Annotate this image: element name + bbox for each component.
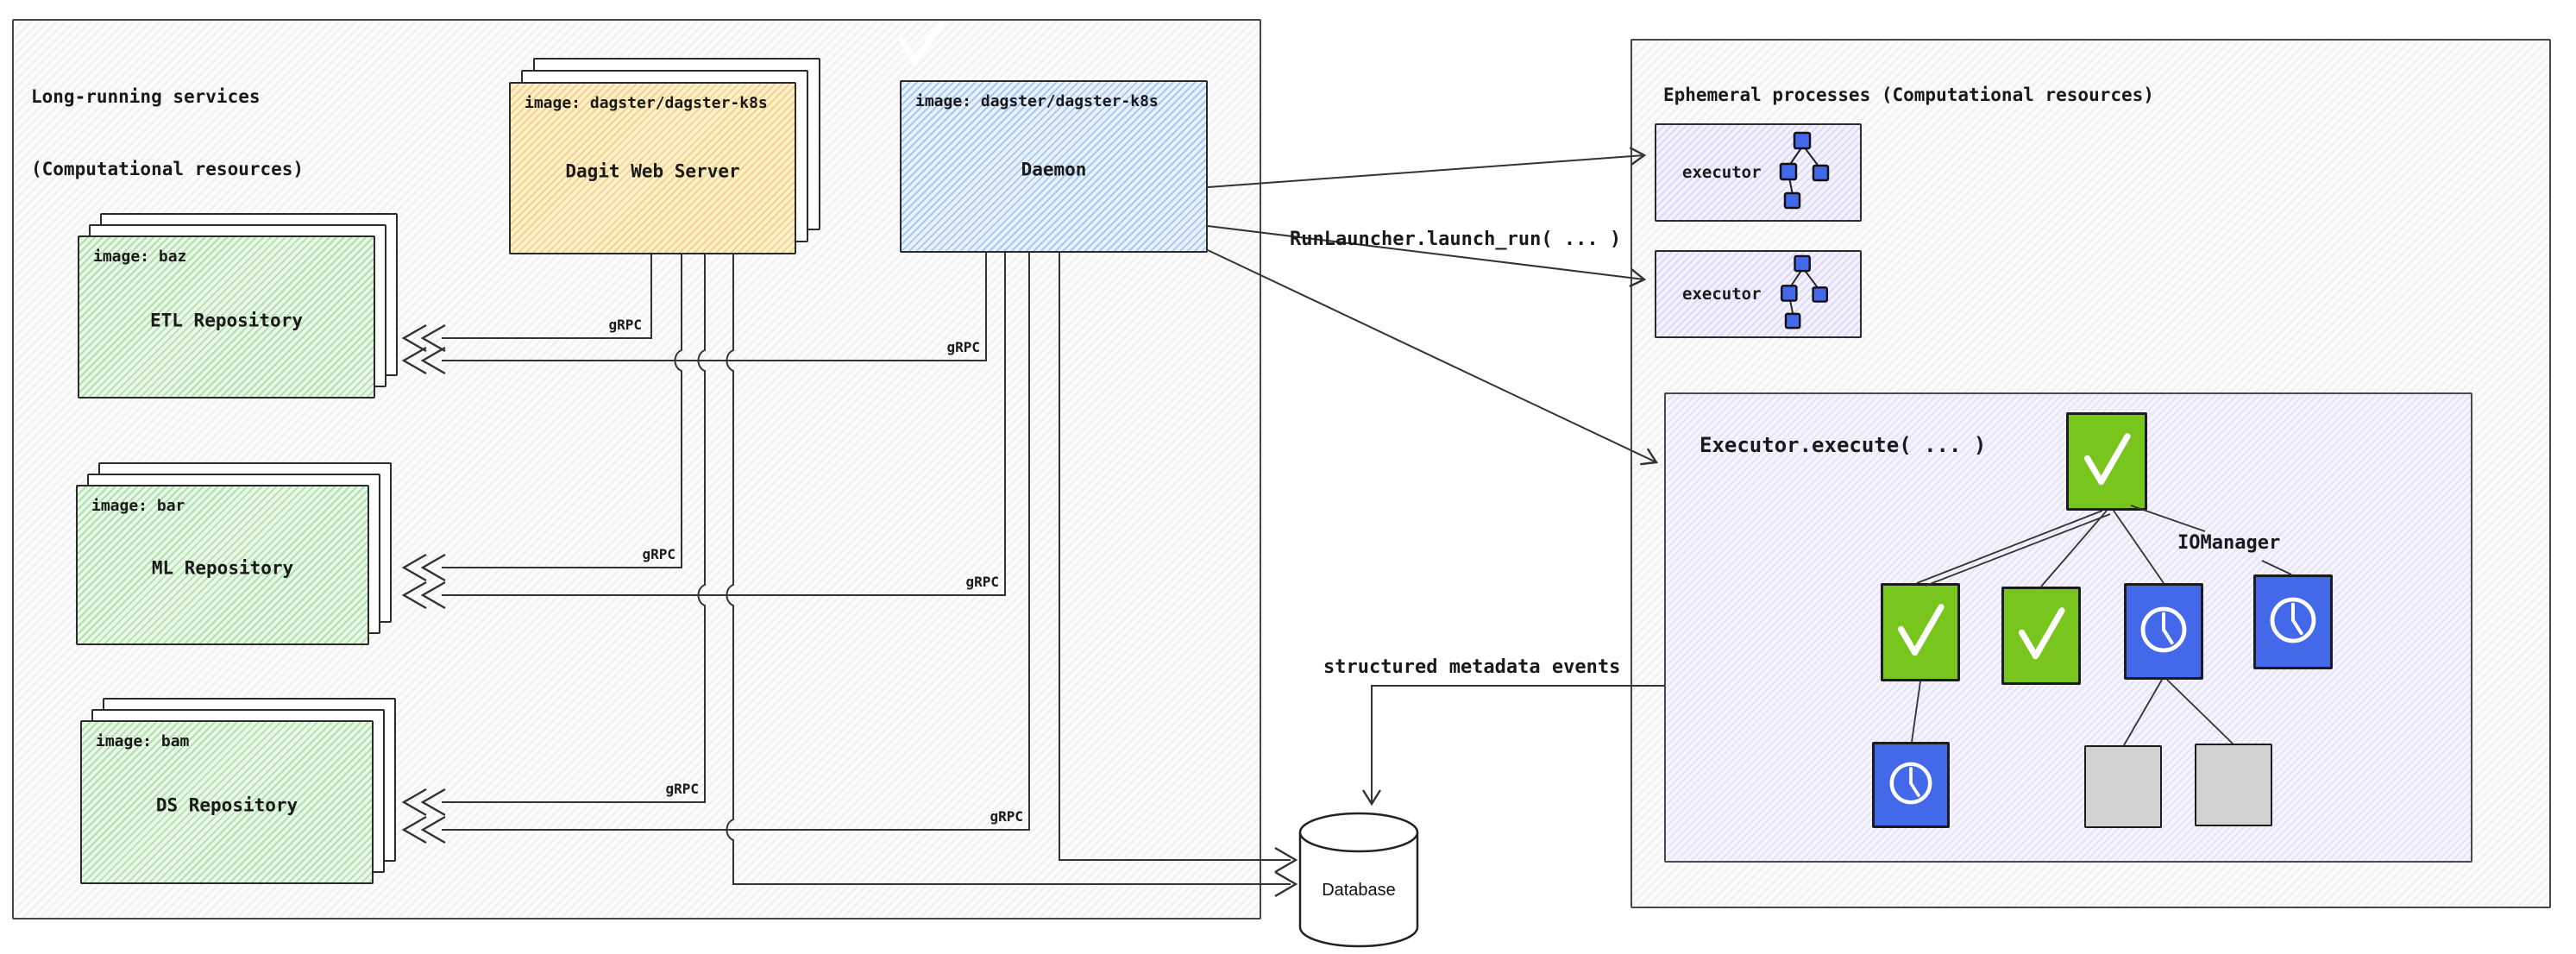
executor-1-label: executor <box>1682 163 1762 182</box>
etl-image-label: image: baz <box>93 248 187 266</box>
daemon-to-executor1-arrow <box>1207 147 1647 188</box>
etl-name: ETL Repository <box>149 310 303 331</box>
ds-image-label: image: bam <box>96 732 190 750</box>
database-label: Database <box>1322 881 1396 900</box>
left-panel-title-line1: Long-running services <box>31 86 261 107</box>
executor-execute-title: Executor.execute( ... ) <box>1700 433 1987 457</box>
check-icon <box>1886 587 1955 677</box>
op-node-waiting-1 <box>2084 745 2162 828</box>
ml-name: ML Repository <box>151 557 294 579</box>
clock-icon <box>2259 577 2328 667</box>
executor-2-label: executor <box>1682 285 1762 304</box>
daemon-to-execute-panel-arrow <box>1207 249 1659 466</box>
daemon-image-label: image: dagster/dagster-k8s <box>915 92 1159 110</box>
op-node-pending-3 <box>1872 742 1950 828</box>
ml-repository-box: image: bar ML Repository <box>76 485 369 645</box>
database-icon: Database <box>1298 812 1419 948</box>
dagit-name: Dagit Web Server <box>565 160 740 182</box>
right-panel-title: Ephemeral processes (Computational resou… <box>1663 85 2154 105</box>
ds-repository-box: image: bam DS Repository <box>80 720 374 884</box>
ds-name: DS Repository <box>155 794 298 816</box>
clock-icon <box>2129 587 2198 676</box>
ml-image-label: image: bar <box>91 497 185 515</box>
op-node-pending-2 <box>2253 574 2333 669</box>
daemon-name: Daemon <box>1021 159 1087 180</box>
executor-box-1: executor <box>1655 123 1862 222</box>
left-panel-title-line2: (Computational resources) <box>31 159 305 179</box>
dagit-image-label: image: dagster/dagster-k8s <box>525 94 768 112</box>
run-launcher-label: RunLauncher.launch_run( ... ) <box>1290 229 1621 250</box>
dag-icon <box>1779 254 1831 334</box>
executor-box-2: executor <box>1655 250 1862 338</box>
metadata-events-label: structured metadata events <box>1323 656 1620 678</box>
metadata-events-arrow <box>1361 685 1664 807</box>
daemon-box: image: dagster/dagster-k8s Daemon <box>900 80 1208 253</box>
check-icon <box>2007 591 2076 681</box>
etl-repository-box: image: baz ETL Repository <box>78 235 375 399</box>
left-panel-title: Long-running services (Computational res… <box>31 36 304 229</box>
op-node-success-root <box>2066 412 2147 511</box>
dag-icon <box>1779 131 1831 214</box>
daemon-to-executor2-arrow <box>1207 225 1647 288</box>
op-node-pending-1 <box>2124 583 2203 680</box>
op-node-waiting-2 <box>2195 744 2272 826</box>
dagit-web-server-box: image: dagster/dagster-k8s Dagit Web Ser… <box>509 82 796 254</box>
check-icon <box>2072 417 2141 506</box>
clock-icon <box>1879 744 1943 826</box>
op-node-success-1 <box>1881 583 1960 681</box>
op-node-success-2 <box>2001 587 2081 685</box>
